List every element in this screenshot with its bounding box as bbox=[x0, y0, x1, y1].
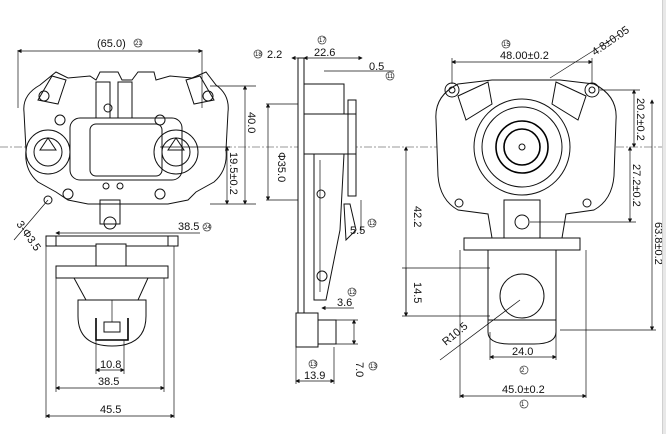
dim-overall-height: 63.8±0.2 bbox=[652, 222, 664, 265]
balloon-depth: 17 bbox=[319, 38, 326, 44]
side-view bbox=[295, 57, 357, 348]
dim-base-width-rear: 45.0±0.2 bbox=[502, 384, 545, 396]
dim-connector-width: 10.8 bbox=[100, 359, 121, 371]
balloon-gap: 12 bbox=[349, 290, 356, 296]
dim-tab: 4.8±0.05 bbox=[590, 24, 632, 58]
side-view-dimensions: 18 2.2 17 22.6 0.5 11 Φ35.0 5.5 12 3.6 1… bbox=[253, 35, 395, 384]
dim-foot-width: 13.9 bbox=[304, 370, 325, 382]
balloon-foot-height: 13 bbox=[370, 364, 377, 370]
dim-gap: 3.6 bbox=[337, 297, 352, 309]
dim-pin: 0.5 bbox=[369, 61, 384, 73]
balloon-pin: 11 bbox=[387, 74, 394, 80]
dim-step: 5.5 bbox=[350, 225, 365, 237]
balloon-hole-spacing: 15 bbox=[503, 42, 510, 48]
dim-depth: 22.6 bbox=[314, 47, 335, 59]
dim-base-width: 45.5 bbox=[100, 404, 121, 416]
dim-flange-bottom: 38.5 bbox=[98, 376, 119, 388]
dim-foot-height: 7.0 bbox=[353, 362, 365, 377]
front-view bbox=[23, 71, 229, 347]
balloon-base-width-rear: 1 bbox=[521, 402, 525, 408]
dim-diameter: Φ35.0 bbox=[275, 152, 287, 182]
dim-connector-width-rear: 24.0 bbox=[512, 346, 533, 358]
dim-hole-spacing: 48.00±0.2 bbox=[500, 50, 549, 62]
dim-height-40: 40.0 bbox=[245, 112, 257, 133]
dim-lower-height: 14.5 bbox=[411, 282, 423, 303]
dim-top-offset: 20.2±0.2 bbox=[634, 98, 646, 141]
balloon-connector-width-rear: 2 bbox=[521, 368, 525, 374]
balloon-foot-width: 13 bbox=[310, 362, 317, 368]
dim-hole: 3-Φ3.5 bbox=[14, 219, 43, 254]
rear-view bbox=[435, 79, 617, 345]
dim-height-19-5: 19.5±0.2 bbox=[227, 152, 239, 195]
balloon-overall-width: 21 bbox=[135, 41, 142, 47]
balloon-step: 12 bbox=[369, 221, 376, 227]
dim-radius: R10.5 bbox=[440, 320, 470, 348]
dim-center-offset: 27.2±0.2 bbox=[630, 164, 642, 207]
balloon-flange-top: 24 bbox=[204, 225, 211, 231]
dim-mid-height: 42.2 bbox=[411, 206, 423, 227]
scrollbar-edge bbox=[662, 0, 666, 434]
balloon-offset: 18 bbox=[255, 52, 262, 58]
dim-overall-width: (65.0) bbox=[97, 38, 126, 50]
dim-flange-top: 38.5 bbox=[178, 221, 199, 233]
dim-offset: 2.2 bbox=[267, 49, 282, 61]
